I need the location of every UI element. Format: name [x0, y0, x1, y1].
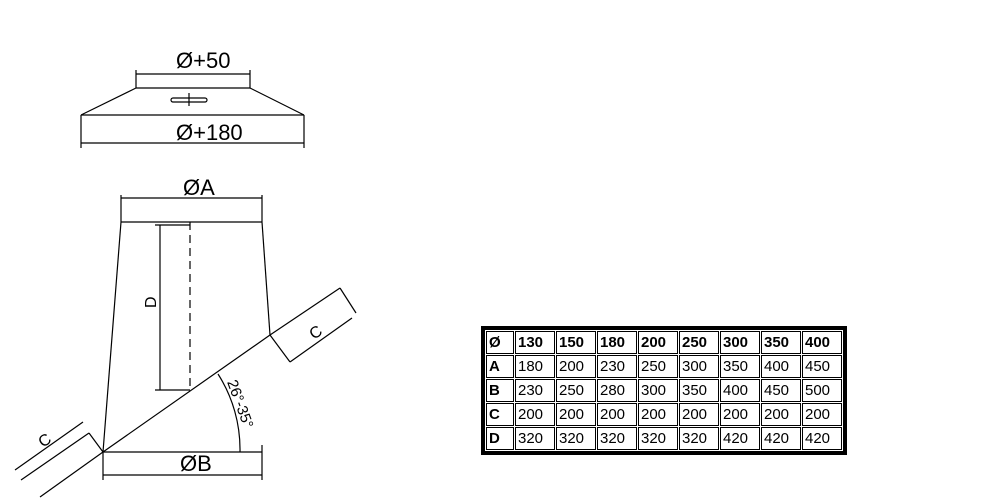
- table-row: D 320 320 320 320 320 420 420 420: [486, 427, 842, 450]
- table-row-label: C: [486, 403, 514, 426]
- table-cell: 180: [515, 355, 555, 378]
- table-cell: 200: [720, 403, 760, 426]
- table-cell: 300: [638, 379, 678, 402]
- table-header-cell: 200: [638, 331, 678, 354]
- c-right-dimension-line: [289, 317, 353, 363]
- table-cell: 230: [597, 355, 637, 378]
- table-cell: 320: [679, 427, 719, 450]
- diameter-b-label: ØB: [180, 451, 212, 476]
- table-cell: 450: [802, 355, 842, 378]
- table-cell: 350: [720, 355, 760, 378]
- table-header-cell: 130: [515, 331, 555, 354]
- table-cell: 420: [761, 427, 801, 450]
- dimension-d-label: D: [143, 296, 160, 308]
- table-cell: 200: [556, 403, 596, 426]
- table-cell: 200: [638, 403, 678, 426]
- table-cell: 350: [679, 379, 719, 402]
- table-cell: 200: [679, 403, 719, 426]
- table-header-cell: 400: [802, 331, 842, 354]
- flashing-side-view: [14, 195, 357, 498]
- angle-arc: [217, 373, 241, 453]
- table-cell: 320: [597, 427, 637, 450]
- dimensions-table: Ø 130 150 180 200 250 300 350 400 A 180 …: [485, 330, 843, 451]
- table-row-label: A: [486, 355, 514, 378]
- table-cell: 200: [597, 403, 637, 426]
- table-cell: 420: [802, 427, 842, 450]
- dimension-c-right-label: C: [307, 323, 326, 344]
- table-header-cell: 350: [761, 331, 801, 354]
- table-row: C 200 200 200 200 200 200 200 200: [486, 403, 842, 426]
- table-cell: 200: [515, 403, 555, 426]
- table-row: A 180 200 230 250 300 350 400 450: [486, 355, 842, 378]
- table-cell: 450: [761, 379, 801, 402]
- table-cell: 250: [638, 355, 678, 378]
- table-header-cell: Ø: [486, 331, 514, 354]
- table-cell: 200: [802, 403, 842, 426]
- dimension-c-left-label: C: [36, 431, 55, 452]
- dimensions-table-frame: Ø 130 150 180 200 250 300 350 400 A 180 …: [481, 326, 847, 455]
- table-cell: 500: [802, 379, 842, 402]
- cone-right-edge: [261, 221, 271, 336]
- table-cell: 300: [679, 355, 719, 378]
- table-cell: 280: [597, 379, 637, 402]
- table-cell: 230: [515, 379, 555, 402]
- table-row-label: D: [486, 427, 514, 450]
- diameter-a-label: ØA: [183, 175, 215, 200]
- table-cell: 320: [515, 427, 555, 450]
- table-cell: 320: [638, 427, 678, 450]
- table-header-cell: 150: [556, 331, 596, 354]
- table-cell: 250: [556, 379, 596, 402]
- cone-left-edge: [102, 221, 122, 453]
- table-cell: 200: [761, 403, 801, 426]
- cap-top-view: [80, 70, 305, 148]
- table-header-cell: 180: [597, 331, 637, 354]
- table-cell: 400: [761, 355, 801, 378]
- top-diameter-label: Ø+50: [176, 48, 230, 73]
- table-cell: 200: [556, 355, 596, 378]
- table-header-row: Ø 130 150 180 200 250 300 350 400: [486, 331, 842, 354]
- angle-label: 26°-35°: [223, 378, 256, 431]
- cap-diameter-label: Ø+180: [176, 120, 243, 145]
- table-cell: 320: [556, 427, 596, 450]
- table-row: B 230 250 280 300 350 400 450 500: [486, 379, 842, 402]
- table-cell: 400: [720, 379, 760, 402]
- table-cell: 420: [720, 427, 760, 450]
- c-left-dimension-line: [20, 432, 90, 481]
- table-header-cell: 250: [679, 331, 719, 354]
- table-row-label: B: [486, 379, 514, 402]
- roof-slope-line: [102, 334, 271, 453]
- table-header-cell: 300: [720, 331, 760, 354]
